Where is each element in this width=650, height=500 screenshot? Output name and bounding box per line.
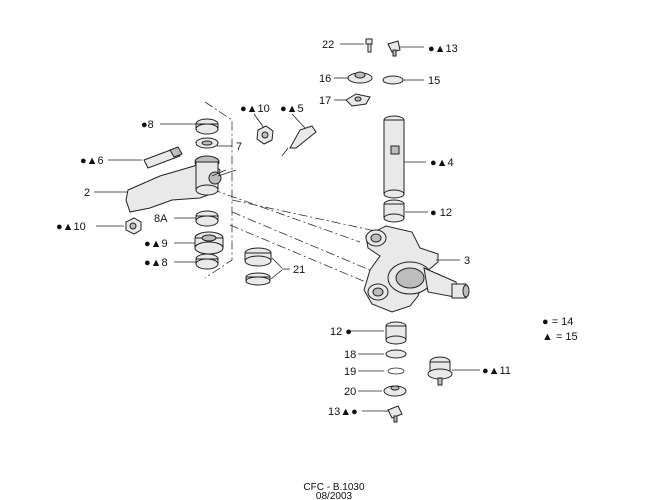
callout-18: 18 xyxy=(344,349,356,361)
part-8-bearing-cap-upper xyxy=(160,118,219,135)
drawing-reference: CFC - B.1030 xyxy=(303,482,365,493)
part-8A-spacer xyxy=(174,210,219,227)
callout-20: 20 xyxy=(344,386,356,398)
part-20-cover-lower xyxy=(358,385,407,397)
callout-7: 7 xyxy=(236,141,242,153)
part-17-plate xyxy=(334,93,371,107)
part-4-king-pin xyxy=(383,115,426,199)
part-3-label-arm xyxy=(217,169,237,177)
part-13-grease-nipple-top xyxy=(387,40,424,57)
callout-21: 21 xyxy=(293,264,305,276)
part-10-nut-upper xyxy=(253,113,274,145)
callout-5: ●▲5 xyxy=(280,103,304,115)
callout-13-top: ●▲13 xyxy=(428,43,458,55)
callout-9: ●▲9 xyxy=(144,238,168,250)
part-5-pin xyxy=(281,113,317,157)
callout-10-upper: ●▲10 xyxy=(240,103,270,115)
part-15-gasket xyxy=(382,75,424,85)
legend-circle: ● = 14 xyxy=(542,316,573,328)
part-2-steering-arm xyxy=(94,155,227,213)
callout-12-upper: ● 12 xyxy=(430,207,452,219)
callout-12-lower: 12 ● xyxy=(330,326,352,338)
callout-15: 15 xyxy=(428,75,440,87)
callout-6: ●▲6 xyxy=(80,155,104,167)
part-18-ring xyxy=(358,349,407,359)
callout-8-upper: ●8 xyxy=(141,119,154,131)
callout-13-lower: 13▲● xyxy=(328,406,358,418)
part-22-screw xyxy=(340,38,373,53)
part-7-seal xyxy=(195,137,232,149)
part-6-bolt xyxy=(108,146,183,169)
callout-17: 17 xyxy=(319,95,331,107)
callout-22: 22 xyxy=(322,39,334,51)
callout-3: 3 xyxy=(464,255,470,267)
callout-8A: 8A xyxy=(154,213,168,225)
part-12-bushing-upper xyxy=(383,199,428,223)
symbol-legend: ● = 14 ▲ = 15 xyxy=(542,316,578,343)
part-9-bearing xyxy=(174,231,224,255)
part-13-grease-nipple-lower xyxy=(362,405,403,423)
callout-19: 19 xyxy=(344,366,356,378)
callout-10-lower: ●▲10 xyxy=(56,221,86,233)
part-3-steering-knuckle xyxy=(363,225,470,313)
callout-2: 2 xyxy=(84,187,90,199)
legend-triangle: ▲ = 15 xyxy=(542,331,578,343)
part-19-circlip xyxy=(358,367,405,375)
drawing-date: 08/2003 xyxy=(316,491,353,500)
part-16-cover xyxy=(334,71,373,84)
part-21-seal-set xyxy=(244,247,290,286)
callout-11: ●▲11 xyxy=(482,365,511,377)
part-8-bearing-cap-lower xyxy=(174,253,219,270)
callout-labels: 22 ●▲13 16 15 17 ●▲10 ●▲5 ●8 7 ●▲6 ●▲4 2… xyxy=(56,39,511,418)
assembly-guides xyxy=(179,101,381,289)
drawing-footer: CFC - B.1030 08/2003 xyxy=(303,482,365,500)
callout-8-lower: ●▲8 xyxy=(144,257,168,269)
part-10-nut-lower xyxy=(96,217,142,235)
part-11-sensor xyxy=(427,356,480,386)
part-12-bushing-lower xyxy=(350,321,407,345)
callout-4: ●▲4 xyxy=(430,157,454,169)
callout-16: 16 xyxy=(319,73,331,85)
